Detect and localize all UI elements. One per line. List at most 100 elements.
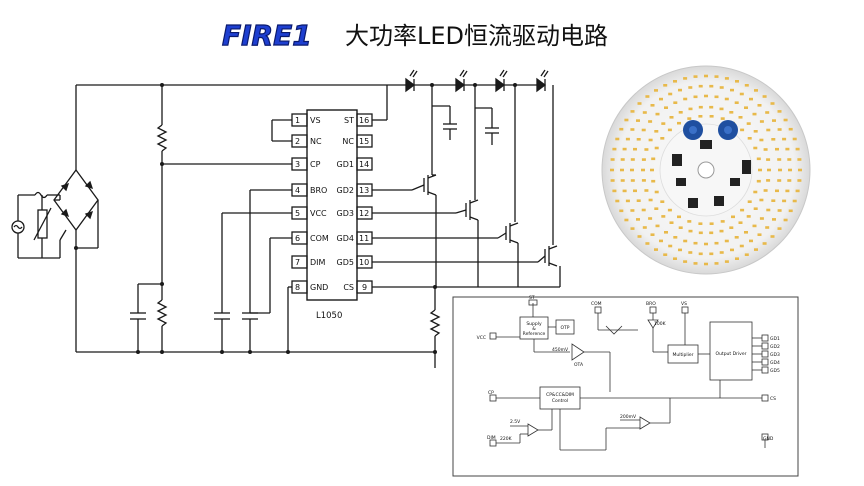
pcb-led-chip [753, 207, 758, 210]
pcb-led-chip [660, 137, 665, 140]
pcb-led-chip [772, 218, 776, 221]
ic-pin-name: GD4 [337, 234, 354, 243]
pcb-led-chip [624, 218, 629, 222]
pcb-led-chip [683, 97, 688, 101]
pcb-led-chip [633, 147, 637, 151]
pcb-led-chip [683, 260, 688, 263]
bd-multiplier-label: Multiplier [673, 352, 694, 358]
ic-pin-labels: 1 2 3 4 5 6 7 8 VS NC CP BRO VCC COM DIM… [295, 116, 369, 321]
pcb-led-chip [654, 146, 659, 150]
pcb-led-chip [661, 122, 666, 125]
pcb-led-chip [667, 128, 672, 132]
bd-gd-label: GD2 [770, 344, 780, 350]
pcb-led-chip [735, 80, 739, 83]
bd-control-label: CP&CC&DIM [546, 392, 574, 398]
ic-pin-num: 3 [295, 160, 300, 169]
bd-220k-label: 220K [500, 436, 513, 442]
pcb-led-chip [756, 179, 761, 183]
pcb-led-chip [651, 179, 656, 183]
pcb-led-chip [738, 116, 743, 119]
ic-part-label: L1050 [316, 311, 342, 321]
pcb-led-chip [693, 241, 698, 245]
pcb-led-chip [620, 179, 625, 182]
ic-pin-name: NC [310, 137, 322, 146]
ic-pin-name: VCC [310, 209, 327, 218]
pcb-led-chip [798, 168, 802, 172]
capacitor-c5-icon [485, 127, 499, 134]
capacitor-c4-icon [443, 123, 457, 130]
pcb-led-chip [624, 118, 629, 122]
pcb-led-chip [664, 231, 668, 234]
pcb-led-chip [668, 244, 673, 248]
pcb-led-chip [766, 158, 771, 161]
pcb-led-chip [630, 168, 634, 172]
pcb-led-chip [766, 128, 771, 132]
pcb-led-chip [654, 190, 659, 194]
pcb-led-chip [744, 253, 749, 256]
ic-pin-num: 15 [359, 137, 369, 146]
pcb-led-chip [673, 236, 678, 239]
block-output-driver [709, 321, 753, 381]
ic-pin-name: GD3 [337, 209, 354, 218]
pcb-led-chip [753, 190, 758, 194]
pcb-led-chip [749, 239, 753, 243]
bd-bro-label: BRO [646, 301, 656, 307]
ic-pin-num: 14 [359, 160, 369, 169]
bd-supply-label: & [532, 326, 536, 332]
pcb-led-chip [636, 199, 641, 202]
pcb-led-chip [654, 89, 658, 92]
bd-gd-label: GD1 [770, 336, 780, 342]
pcb-led-chip [648, 198, 653, 202]
pcb-led-chip [770, 102, 775, 105]
pcb-led-chip [630, 227, 635, 230]
pcb-led-chip [673, 257, 677, 260]
pcb-led-chip [667, 208, 672, 212]
pcb-led-chip [663, 253, 668, 256]
pcb-led-chip [655, 224, 660, 228]
ic-pin-name: ST [344, 116, 354, 125]
pcb-led-chip [795, 147, 800, 151]
bd-gd-label: GD4 [770, 360, 780, 366]
pcb-led-chip [661, 215, 666, 218]
bd-supply-label: Reference [523, 331, 546, 337]
pcb-led-chip [788, 209, 793, 213]
pcb-led-chip [683, 77, 688, 80]
pcb-led-chip [630, 110, 635, 113]
bd-gd-label: GD3 [770, 352, 780, 358]
pcb-led-chip [677, 215, 681, 219]
pcb-led-chip [714, 262, 719, 265]
pcb-led-chip [730, 248, 734, 252]
pcb-led-chip [698, 84, 703, 88]
pcb-led-chip [777, 179, 782, 182]
resistor-r1-icon [156, 124, 168, 152]
pcb-led-chip [754, 248, 758, 251]
pcb-led-chip [655, 112, 660, 116]
pcb-led-chip [783, 218, 788, 222]
ic-pin-num: 4 [295, 186, 300, 195]
pcb-led-chip [757, 233, 762, 236]
pcb-led-chip [777, 110, 782, 113]
pcb-led-chip [724, 77, 729, 80]
pcb-led-chip [739, 92, 744, 96]
pcb-led-chip [678, 88, 682, 92]
bd-gd-label: GD5 [770, 368, 780, 374]
pcb-led-chip [797, 179, 802, 182]
pcb-led-chip [719, 229, 724, 233]
pcb-led-chip [777, 158, 782, 161]
resistor-r2-icon [156, 299, 168, 327]
pcb-led-chip [792, 137, 797, 141]
pcb-led-chip [659, 97, 663, 101]
pcb-led-chip [698, 105, 703, 109]
pcb-led-chip [636, 138, 641, 141]
pcb-led-chip [777, 128, 782, 131]
pcb-led-chip [693, 75, 698, 78]
pcb-led-chip [719, 251, 724, 254]
page-title: 大功率LED恒流驱动电路 [345, 22, 608, 50]
pcb-led-chip [759, 138, 764, 142]
ic-pin-num: 8 [295, 283, 300, 292]
pcb-led-chip [704, 262, 708, 266]
pcb-led-chip [622, 147, 627, 151]
pcb-led-chip [677, 121, 681, 125]
ic-pin-name: NC [342, 137, 354, 146]
pcb-led-chip [645, 242, 650, 245]
